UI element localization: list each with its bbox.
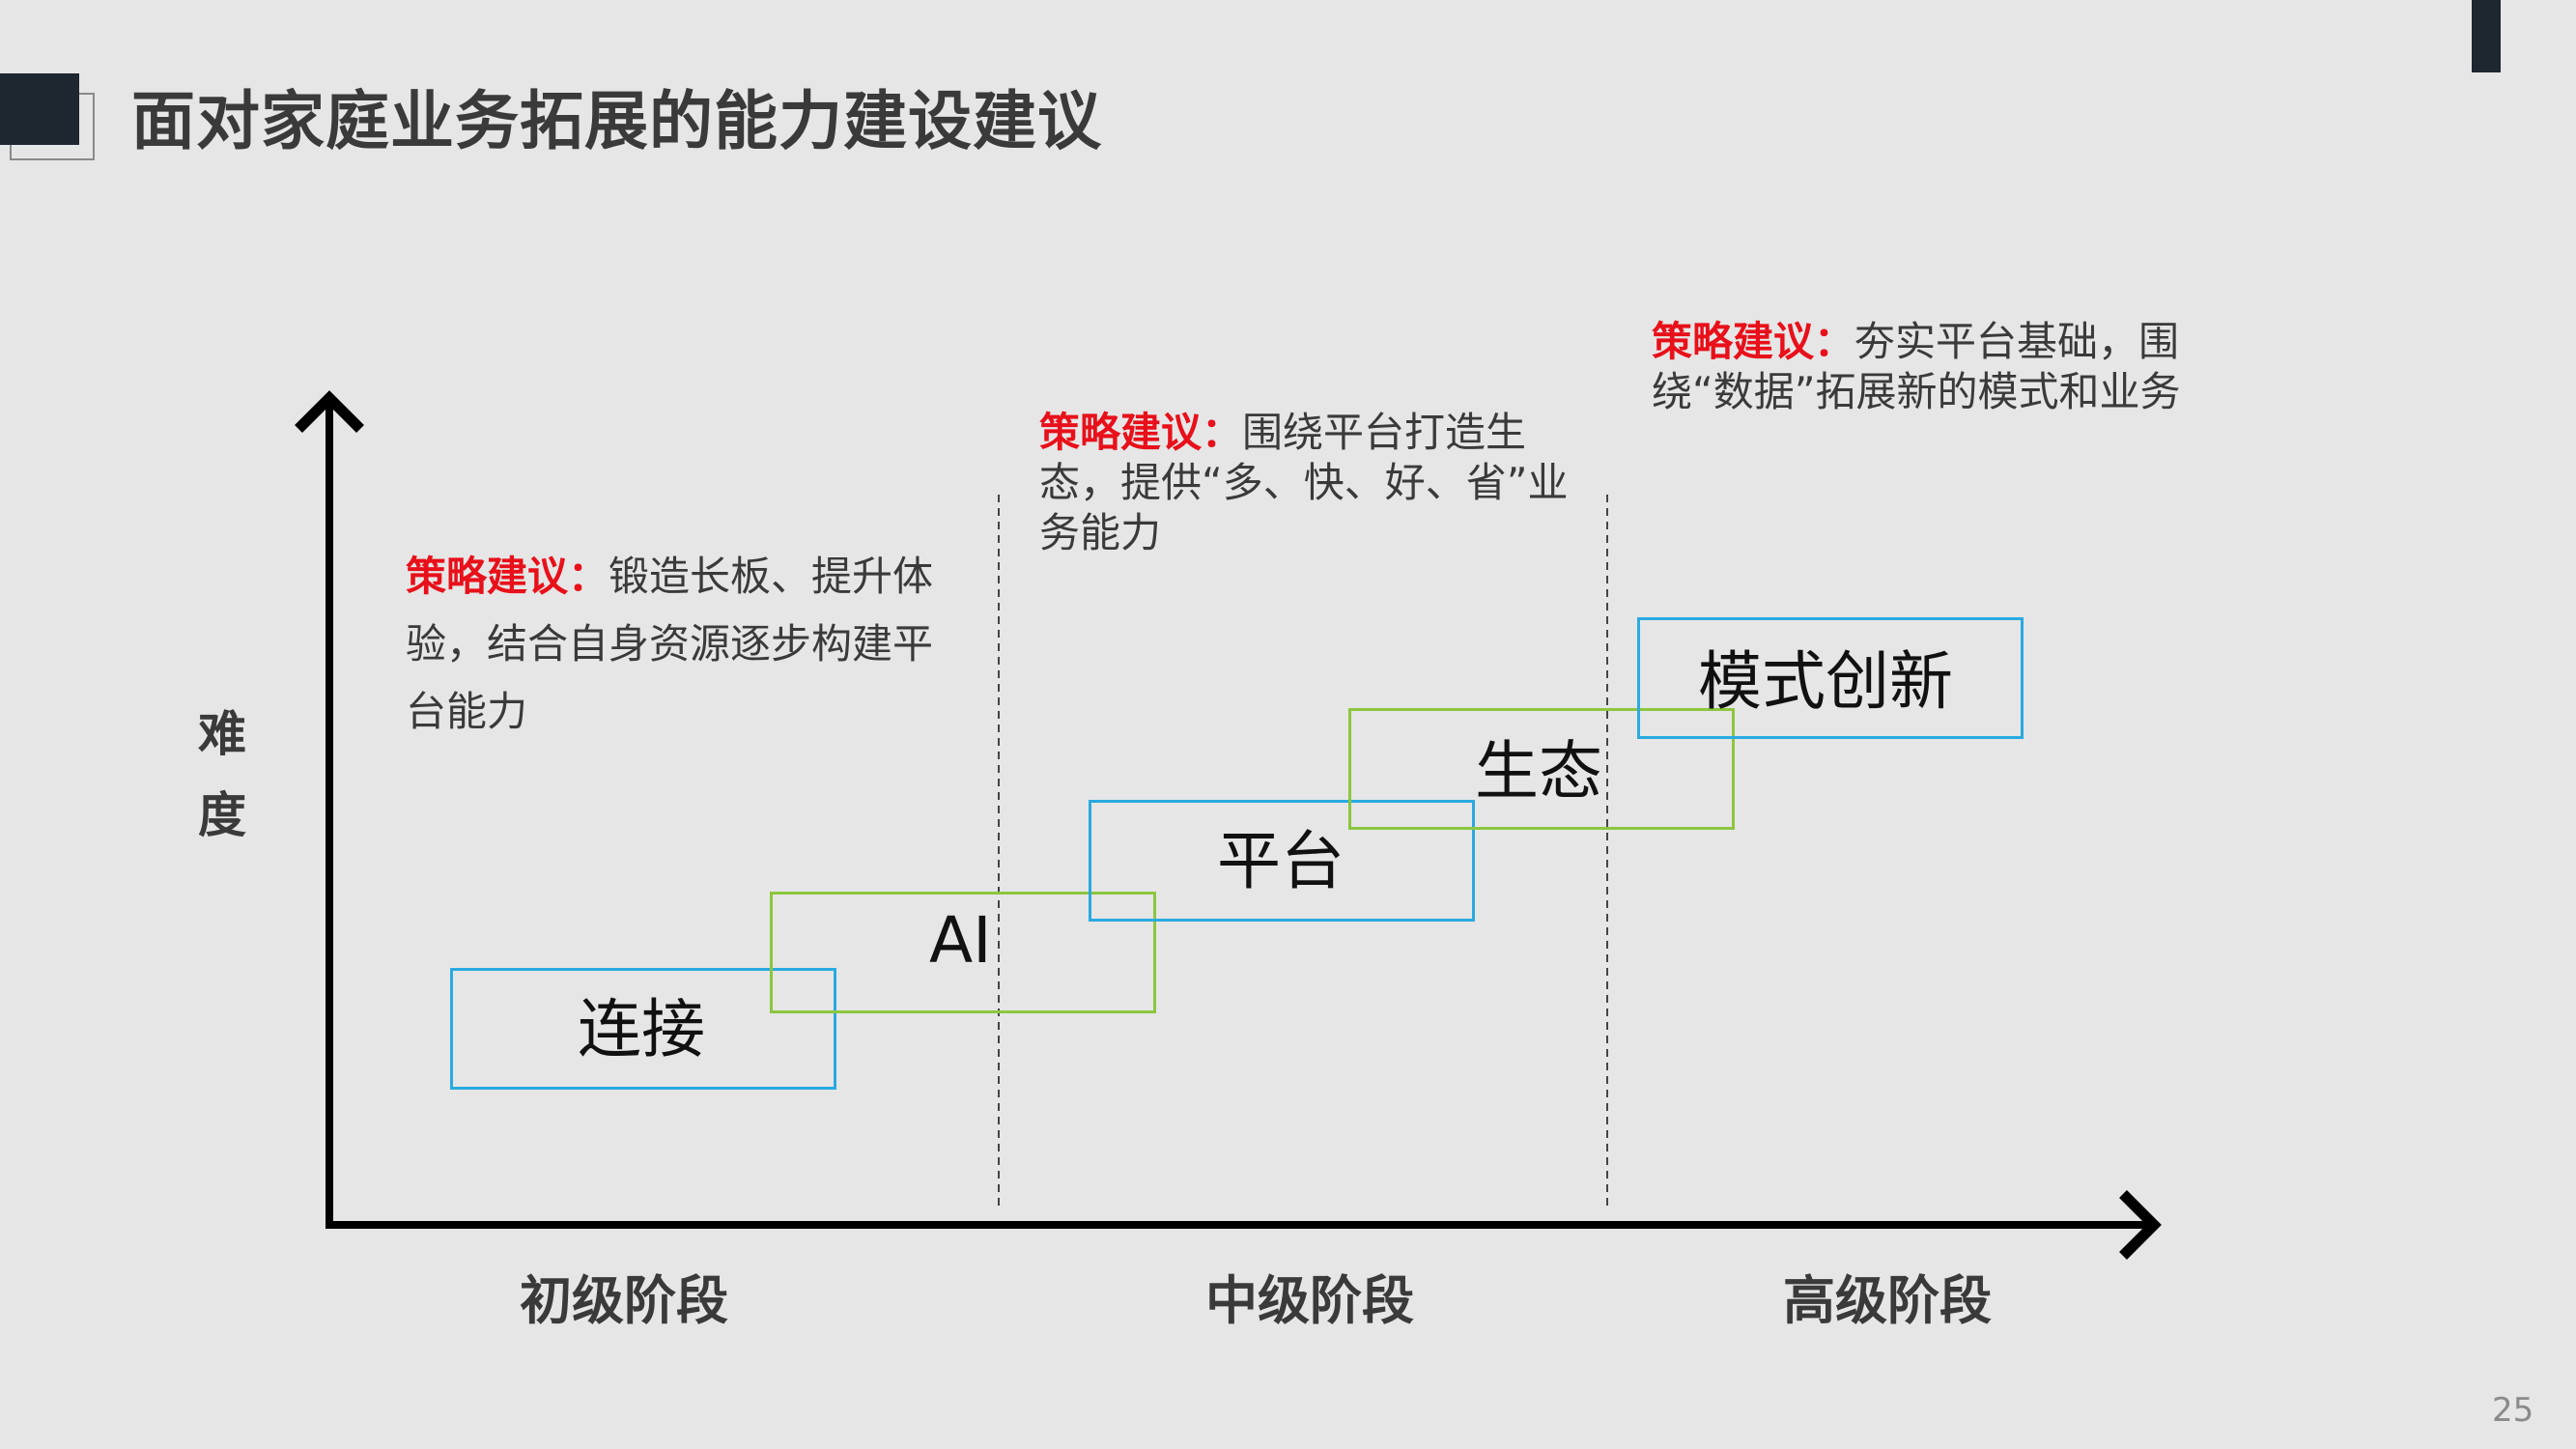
advice-keyword: 策略建议： bbox=[1652, 318, 1855, 365]
step-label-connect: 连接 bbox=[578, 992, 705, 1066]
advice-text: 锻造长板、提升体验，结合自身资源逐步构建平台能力 bbox=[406, 553, 934, 735]
step-box-innovation bbox=[1637, 617, 2024, 739]
advice-text: 夯实平台基础，围绕“数据”拓展新的模式和业务 bbox=[1652, 318, 2181, 415]
y-axis-label: 难度 bbox=[198, 706, 246, 843]
step-box-connect bbox=[450, 968, 836, 1090]
stage-label-intermediate: 中级阶段 bbox=[1205, 1270, 1414, 1331]
title-mark bbox=[0, 73, 79, 145]
advice-keyword: 策略建议： bbox=[1039, 409, 1243, 456]
page-number: 25 bbox=[2492, 1391, 2534, 1430]
stage-label-advanced: 高级阶段 bbox=[1783, 1270, 1992, 1331]
advice-text: 围绕平台打造生态，提供“多、快、好、省”业务能力 bbox=[1039, 409, 1569, 556]
step-box-ai bbox=[770, 892, 1156, 1013]
page-title: 面对家庭业务拓展的能力建设建议 bbox=[131, 84, 1102, 158]
corner-bar bbox=[2472, 0, 2501, 72]
step-label-platform: 平台 bbox=[1217, 824, 1345, 898]
advice-intermediate: 策略建议：围绕平台打造生态，提供“多、快、好、省”业务能力 bbox=[1039, 408, 1580, 558]
step-label-innovation: 模式创新 bbox=[1698, 644, 1953, 719]
advice-advanced: 策略建议：夯实平台基础，围绕“数据”拓展新的模式和业务 bbox=[1652, 317, 2193, 417]
step-label-ai: AI bbox=[929, 903, 992, 978]
step-box-ecosystem bbox=[1348, 708, 1735, 830]
advice-beginner: 策略建议：锻造长板、提升体验，结合自身资源逐步构建平台能力 bbox=[406, 543, 947, 746]
advice-keyword: 策略建议： bbox=[406, 553, 609, 600]
step-box-platform bbox=[1089, 800, 1475, 922]
stage-label-beginner: 初级阶段 bbox=[520, 1270, 728, 1331]
step-label-ecosystem: 生态 bbox=[1475, 734, 1602, 809]
